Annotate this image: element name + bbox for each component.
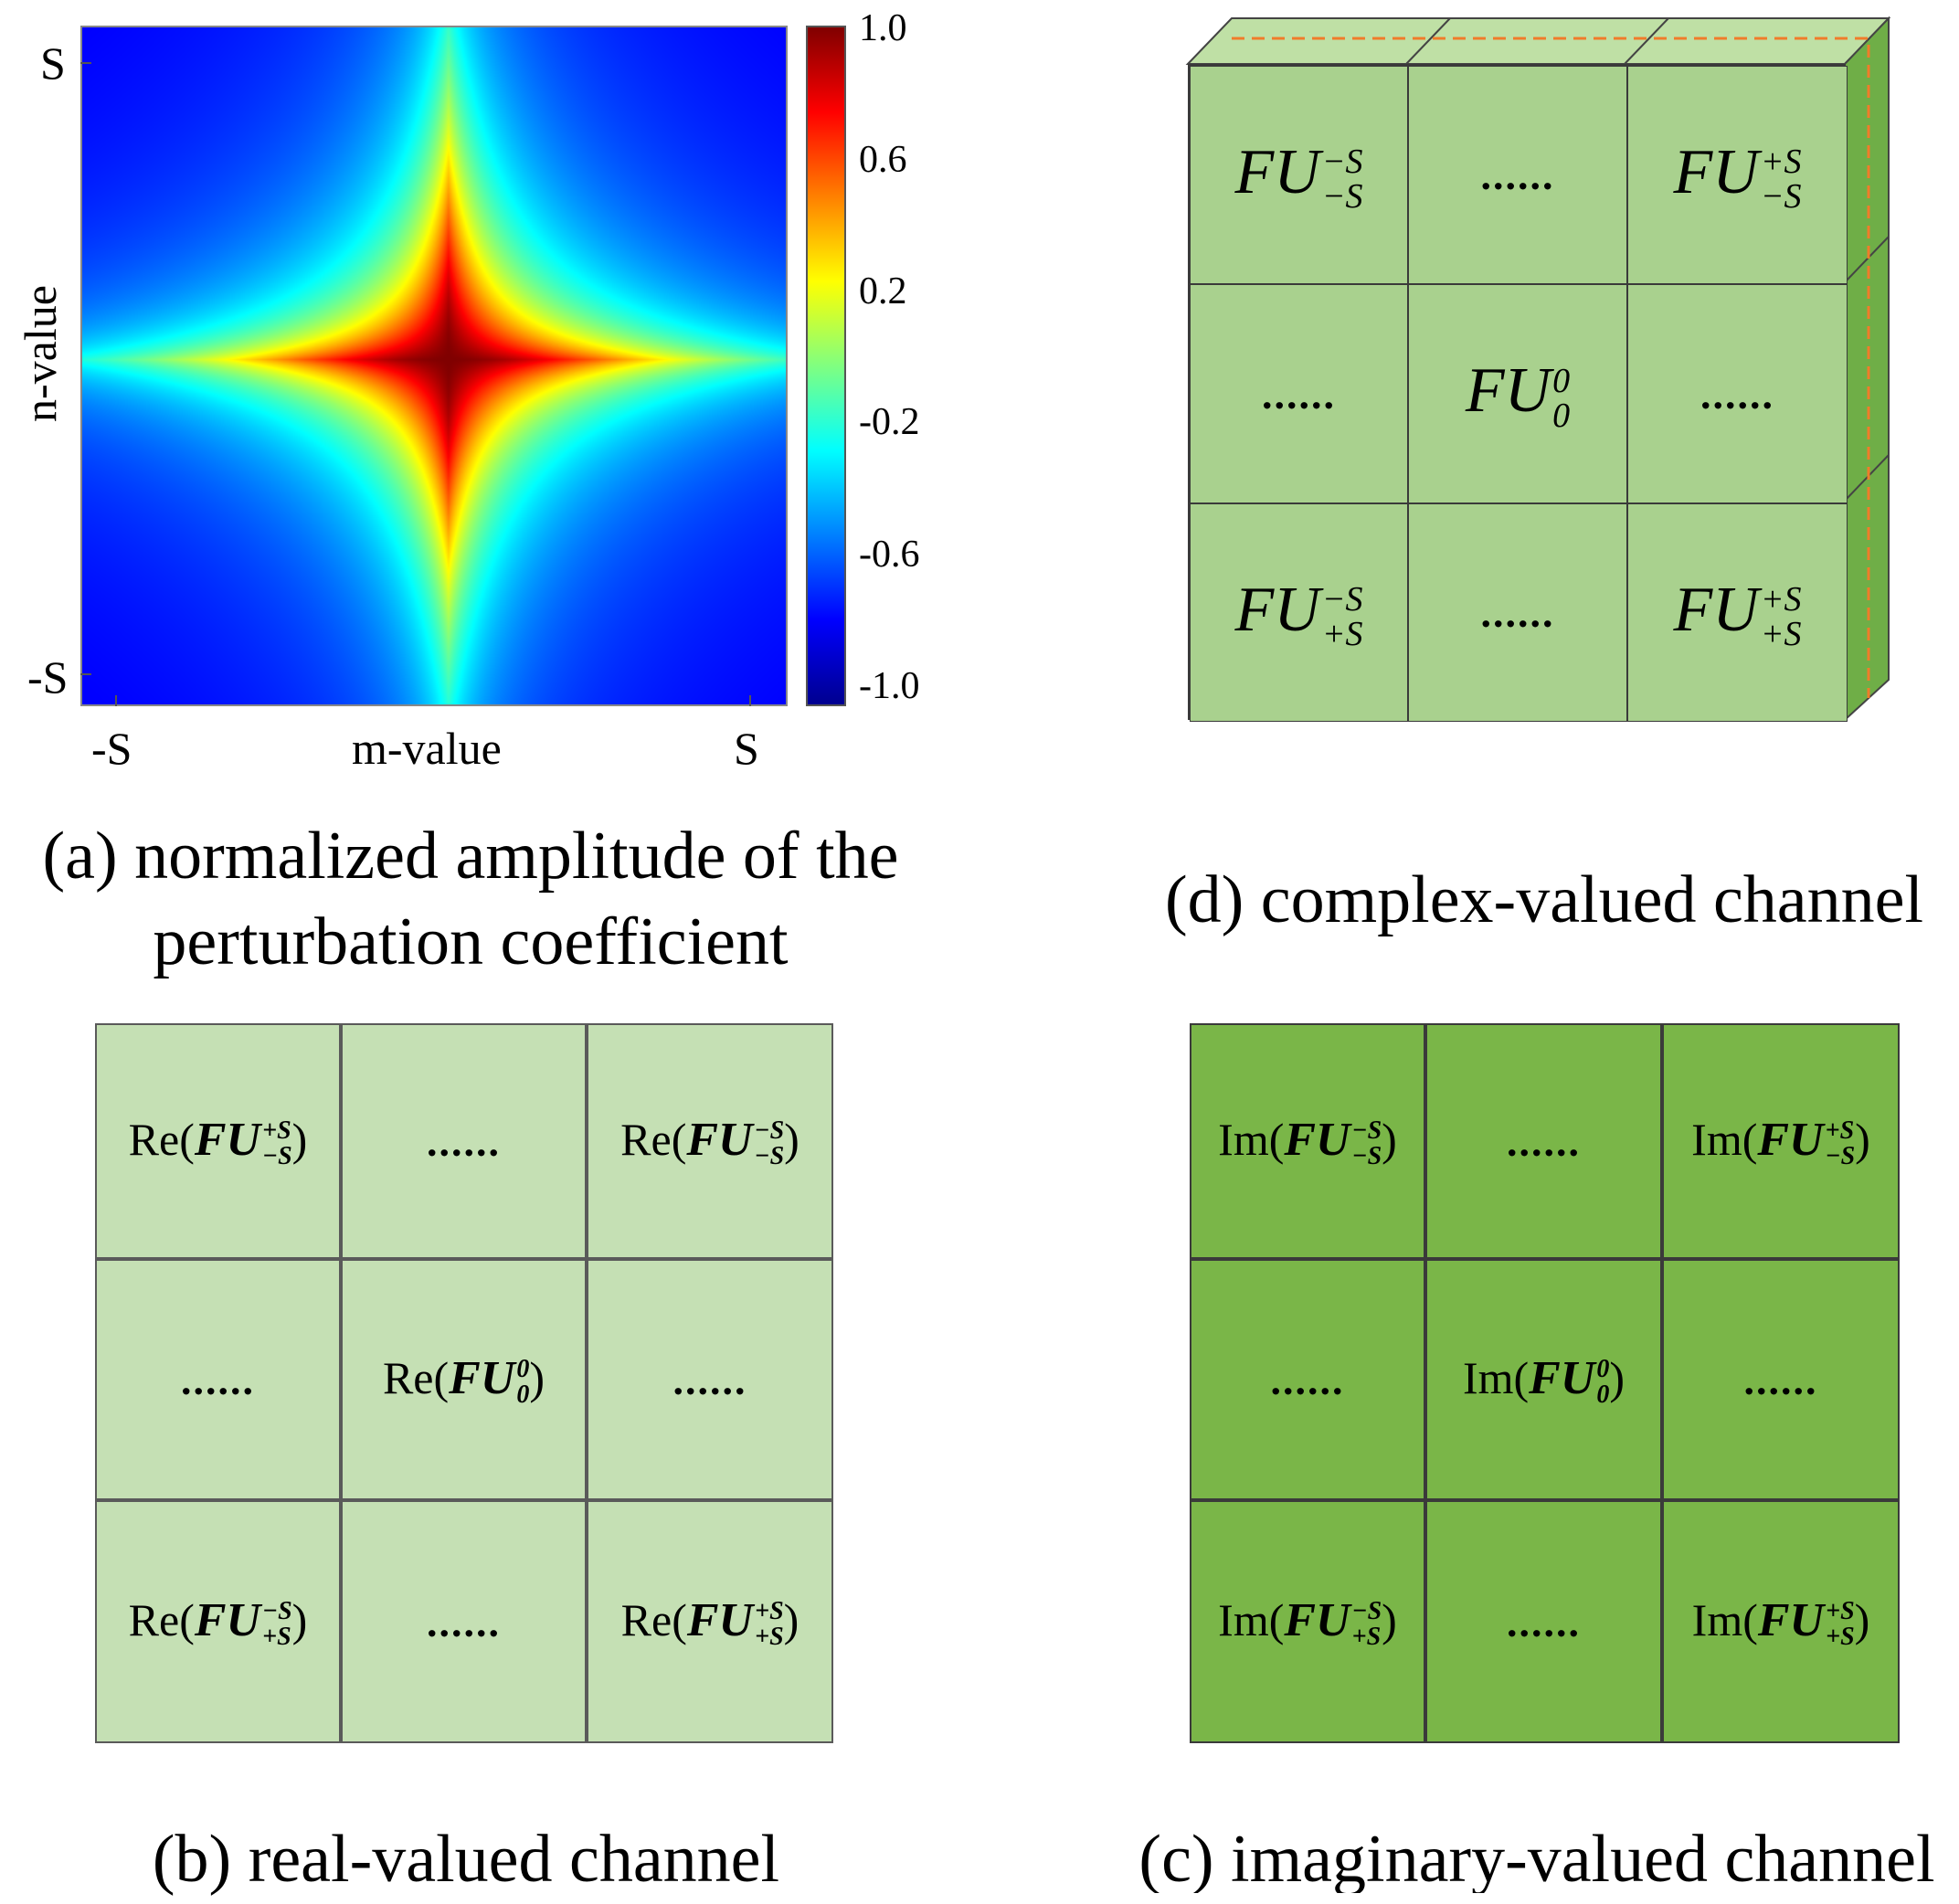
ellipsis-dots: ...... [427, 1117, 501, 1165]
y-tick-mark-bottom [80, 673, 91, 675]
ellipsis-dots: ...... [427, 1598, 501, 1645]
cell-expression: FU−S−S [1234, 136, 1363, 217]
panel_b-cell-4: ...... [95, 1259, 341, 1500]
colorbar-tick-3: 0.2 [859, 270, 907, 312]
ellipsis-dots: ...... [672, 1356, 747, 1403]
panel_b-cell-2: ...... [341, 1023, 587, 1259]
panel_c-cell-4: ...... [1190, 1259, 1425, 1500]
panel_d-cell-4: ...... [1190, 284, 1408, 503]
x-axis-label: m-value [352, 723, 502, 774]
panel_d-cell-6: ...... [1627, 284, 1848, 503]
cell-expression: Re(FU+S−S) [128, 1113, 308, 1171]
caption-b: (b) real-valued channel [152, 1822, 780, 1897]
ellipsis-dots: ...... [1743, 1356, 1818, 1403]
x-tick-mark-left [115, 695, 117, 706]
panel_c-cell-7: Im(FU−S+S) [1190, 1500, 1425, 1743]
ellipsis-dots: ...... [1270, 1356, 1345, 1403]
panel_d-cell-9: FU+S+S [1627, 503, 1848, 722]
panel_d-cell-8: ...... [1408, 503, 1627, 722]
panel_b-cell-3: Re(FU−S−S) [587, 1023, 833, 1259]
panel_c-cell-2: ...... [1425, 1023, 1662, 1259]
heatmap-canvas [82, 27, 786, 704]
cell-expression: Im(FU+S+S) [1691, 1593, 1870, 1652]
cell-expression: Im(FU+S−S) [1691, 1113, 1870, 1171]
y-tick-mark-top [80, 62, 91, 64]
x-tick-mark-right [749, 695, 751, 706]
caption-c: (c) imaginary-valued channel [1138, 1825, 1935, 1893]
cell-expression: Re(FU−S−S) [620, 1113, 799, 1171]
panel_b-cell-6: ...... [587, 1259, 833, 1500]
panel_c-cell-1: Im(FU−S−S) [1190, 1023, 1425, 1259]
cell-expression: FU−S+S [1234, 574, 1363, 654]
colorbar-tick-1: 1.0 [859, 7, 907, 49]
ellipsis-dots: ...... [1480, 589, 1555, 636]
cell-expression: Re(FU+S+S) [620, 1593, 799, 1652]
panel_d-cell-2: ...... [1408, 66, 1627, 284]
y-tick-label-bottom: -S [27, 651, 69, 703]
caption-a-line1: (a) normalized amplitude of the [42, 819, 899, 894]
heatmap-frame [80, 26, 788, 706]
panel_d-cell-3: FU+S−S [1627, 66, 1848, 284]
panel_c-cell-6: ...... [1662, 1259, 1900, 1500]
cell-expression: Im(FU−S+S) [1218, 1593, 1397, 1652]
caption-a-line2: perturbation coefficient [153, 904, 789, 979]
y-tick-label-top: S [40, 37, 66, 89]
ellipsis-dots: ...... [1262, 370, 1336, 418]
caption-d: (d) complex-valued channel [1164, 862, 1924, 937]
colorbar [806, 26, 846, 706]
panel_d-cell-1: FU−S−S [1190, 66, 1408, 284]
ellipsis-dots: ...... [181, 1356, 255, 1403]
colorbar-tick-5: -0.6 [859, 534, 920, 576]
panel_d-cell-7: FU−S+S [1190, 503, 1408, 722]
panel_c-cell-9: Im(FU+S+S) [1662, 1500, 1900, 1743]
ellipsis-dots: ...... [1480, 152, 1555, 198]
cell-expression: Re(FU−S+S) [128, 1593, 308, 1652]
colorbar-tick-4: -0.2 [859, 401, 920, 443]
ellipsis-dots: ...... [1700, 370, 1774, 418]
panel_b-cell-9: Re(FU+S+S) [587, 1500, 833, 1743]
colorbar-tick-6: -1.0 [859, 665, 920, 707]
panel_b-cell-8: ...... [341, 1500, 587, 1743]
ellipsis-dots: ...... [1507, 1117, 1581, 1165]
panel_b-cell-7: Re(FU−S+S) [95, 1500, 341, 1743]
x-tick-label-right: S [734, 723, 759, 774]
cell-expression: FU+S−S [1673, 136, 1802, 217]
panel_b-cell-1: Re(FU+S−S) [95, 1023, 341, 1259]
ellipsis-dots: ...... [1507, 1598, 1581, 1645]
cell-expression: Im(FU−S−S) [1218, 1113, 1397, 1171]
cell-expression: FU+S+S [1673, 574, 1802, 654]
panel_c-cell-8: ...... [1425, 1500, 1662, 1743]
colorbar-tick-2: 0.6 [859, 139, 907, 181]
y-axis-label: n-value [15, 285, 66, 422]
panel_c-cell-3: Im(FU+S−S) [1662, 1023, 1900, 1259]
x-tick-label-left: -S [91, 723, 132, 774]
